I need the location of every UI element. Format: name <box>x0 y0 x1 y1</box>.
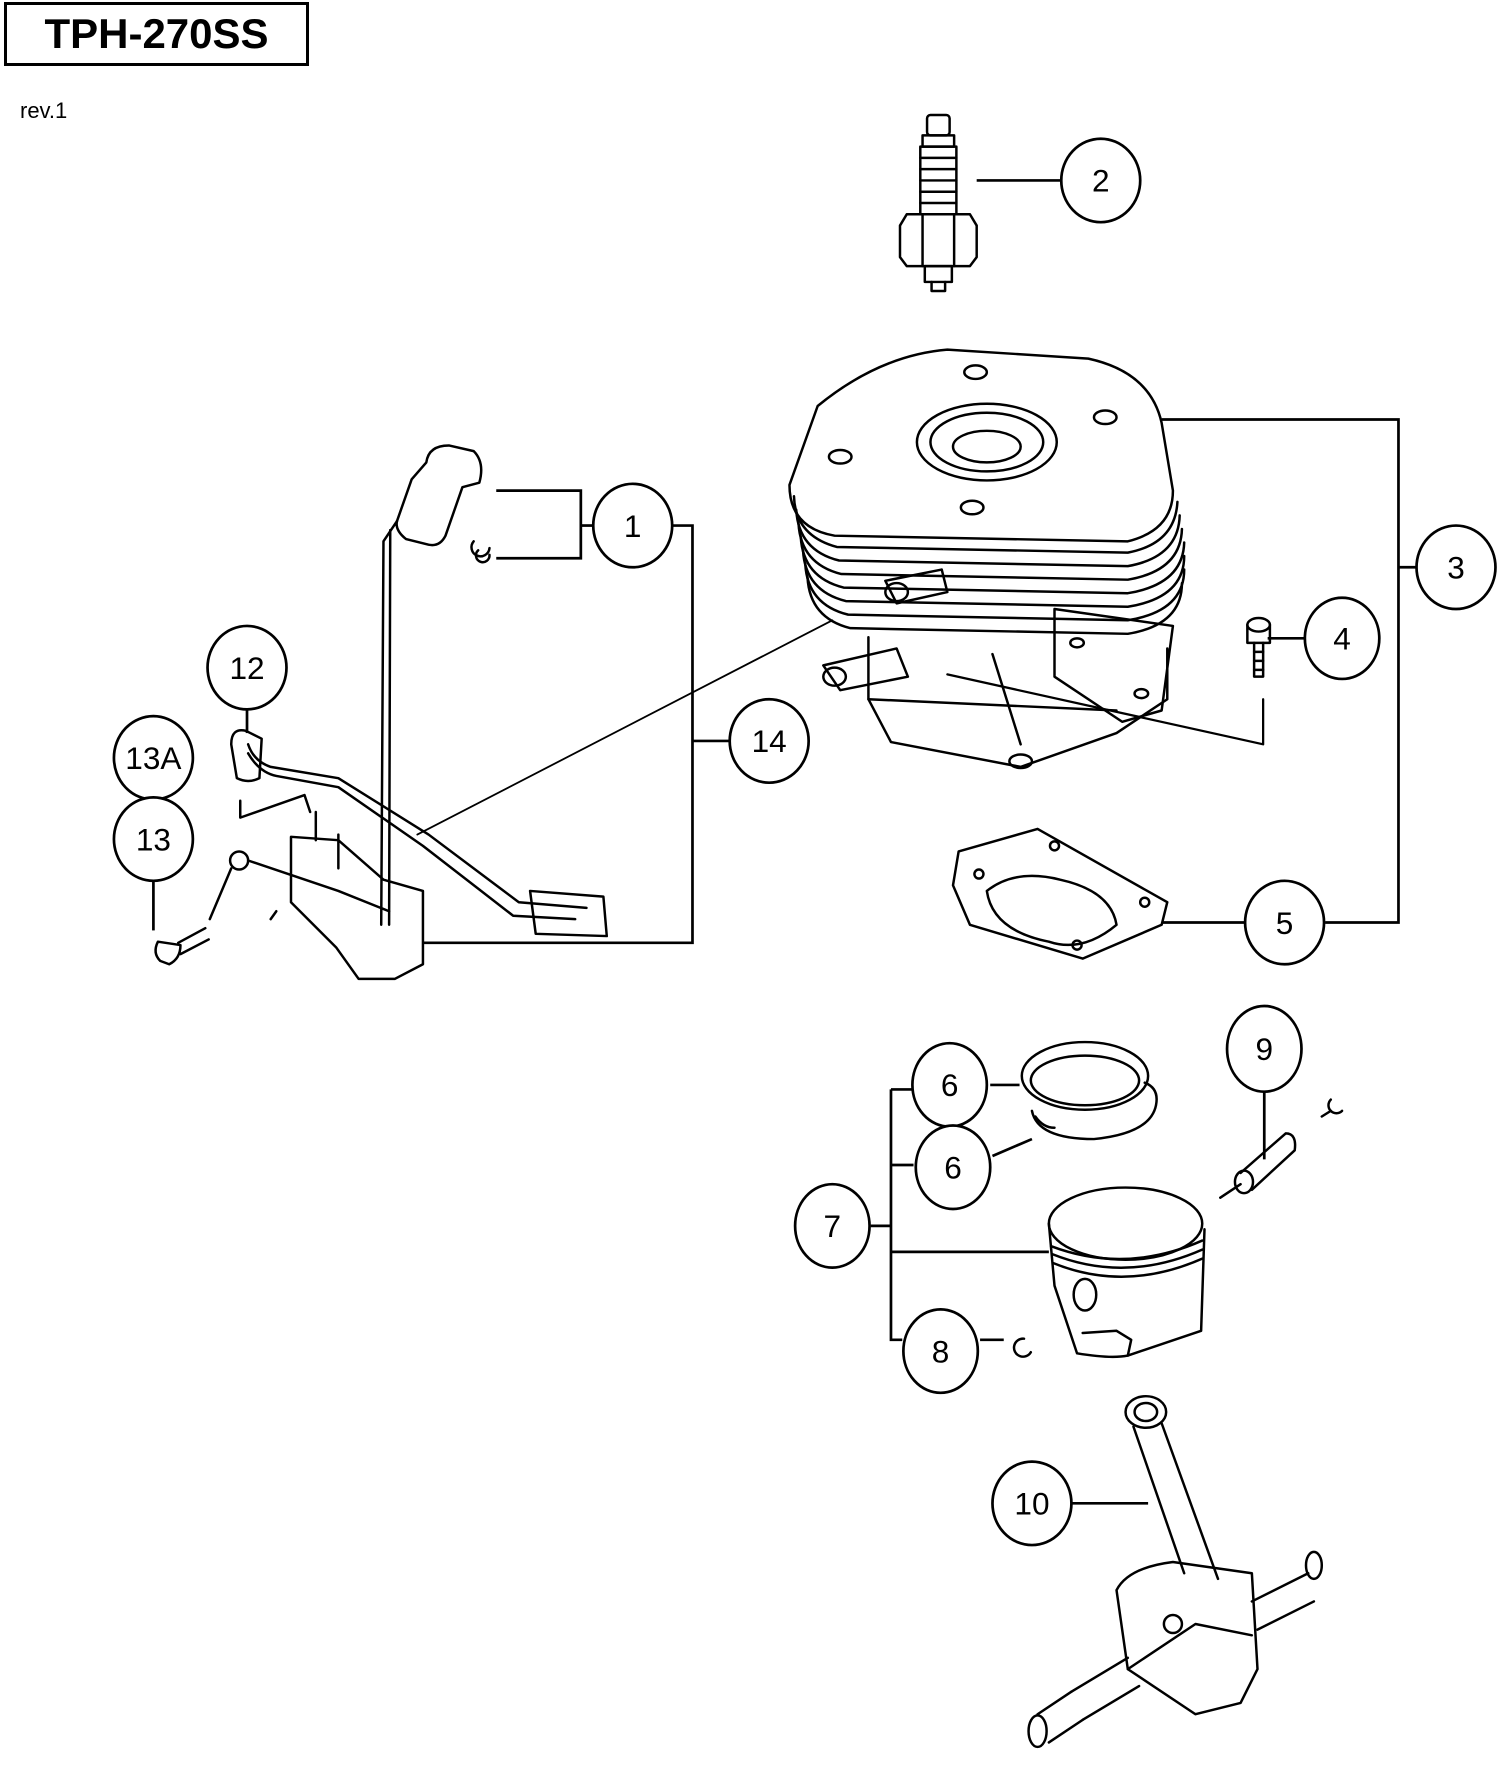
callout-13A-label: 13A <box>125 740 181 776</box>
callout-6a-label: 6 <box>941 1067 959 1103</box>
callout-6a[interactable]: 6 <box>911 1041 989 1129</box>
callout-13A[interactable]: 13A <box>112 714 195 801</box>
piston-rings-drawing <box>1020 1040 1158 1141</box>
callout-3-label: 3 <box>1447 550 1465 586</box>
callout-7-label: 7 <box>824 1208 842 1244</box>
bolt-drawing <box>1246 616 1272 678</box>
callout-4[interactable]: 4 <box>1303 596 1381 681</box>
piston-drawing <box>1047 1186 1206 1359</box>
callout-14-label: 14 <box>752 723 787 759</box>
callout-12[interactable]: 12 <box>206 624 288 711</box>
model-title: TPH-270SS <box>44 10 269 57</box>
callout-10-label: 10 <box>1014 1486 1049 1522</box>
callout-7[interactable]: 7 <box>793 1182 871 1269</box>
callout-3[interactable]: 3 <box>1415 524 1497 611</box>
plug-cap-drawing <box>379 444 491 927</box>
callout-13[interactable]: 13 <box>112 795 195 883</box>
callout-8-label: 8 <box>932 1333 950 1369</box>
callout-4-label: 4 <box>1333 621 1351 657</box>
ignition-coil-drawing <box>154 729 609 981</box>
model-title-box: TPH-270SS <box>4 2 309 66</box>
crankshaft-drawing <box>1027 1394 1324 1749</box>
callout-1[interactable]: 1 <box>591 482 674 569</box>
callout-8[interactable]: 8 <box>902 1308 980 1395</box>
spark-plug-drawing <box>898 113 978 293</box>
callout-2-label: 2 <box>1092 163 1110 199</box>
callout-6b-label: 6 <box>944 1150 962 1186</box>
circlip-drawing <box>1012 1337 1033 1358</box>
callout-13-label: 13 <box>136 821 171 857</box>
revision-label: rev.1 <box>20 98 68 123</box>
cylinder-drawing <box>788 348 1186 770</box>
callout-12-label: 12 <box>229 650 264 686</box>
piston-pin-drawing <box>1219 1098 1344 1199</box>
callout-1-label: 1 <box>624 508 642 544</box>
gasket-drawing <box>951 827 1169 960</box>
callout-9[interactable]: 9 <box>1225 1004 1303 1094</box>
leader-lines <box>152 179 1417 1505</box>
callout-10[interactable]: 10 <box>991 1460 1073 1547</box>
callout-14[interactable]: 14 <box>728 697 810 785</box>
callout-6b[interactable]: 6 <box>914 1124 992 1211</box>
callout-2[interactable]: 2 <box>1059 137 1142 224</box>
callout-5-label: 5 <box>1276 905 1294 941</box>
callout-5[interactable]: 5 <box>1243 879 1326 966</box>
callout-9-label: 9 <box>1255 1031 1273 1067</box>
